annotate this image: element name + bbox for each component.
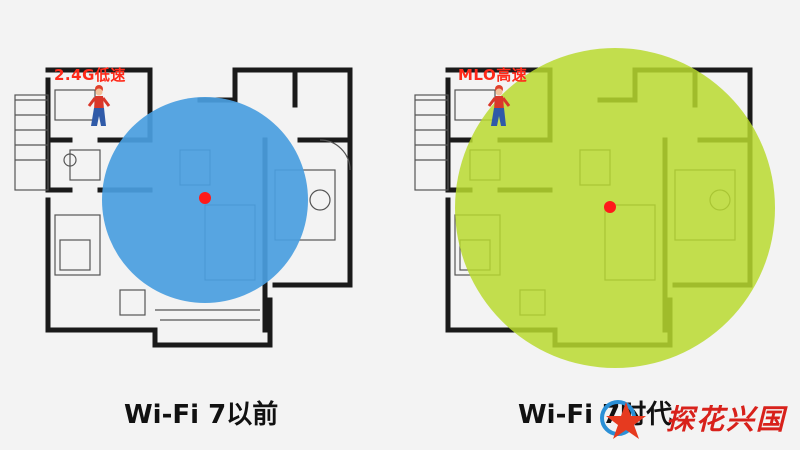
- router-dot: [199, 192, 211, 204]
- speed-label: 2.4G低速: [54, 66, 126, 84]
- star-logo-icon: [600, 400, 646, 439]
- panel-before-wifi7: 2.4G低速 Wi-Fi 7以前: [14, 66, 353, 430]
- walking-person-icon: [87, 85, 111, 126]
- walking-person-icon: [487, 85, 511, 126]
- panel-wifi7-era: MLO高速 Wi-Fi 7时代: [400, 0, 800, 450]
- watermark-text: 探花兴国: [666, 403, 787, 436]
- floor-plan-right: [414, 48, 775, 368]
- router-dot: [604, 201, 616, 213]
- caption: Wi-Fi 7时代: [518, 400, 673, 430]
- speed-label: MLO高速: [458, 66, 528, 84]
- floor-plan-left: [14, 67, 353, 348]
- caption: Wi-Fi 7以前: [124, 400, 279, 430]
- watermark-logo: 探花兴国: [596, 388, 796, 444]
